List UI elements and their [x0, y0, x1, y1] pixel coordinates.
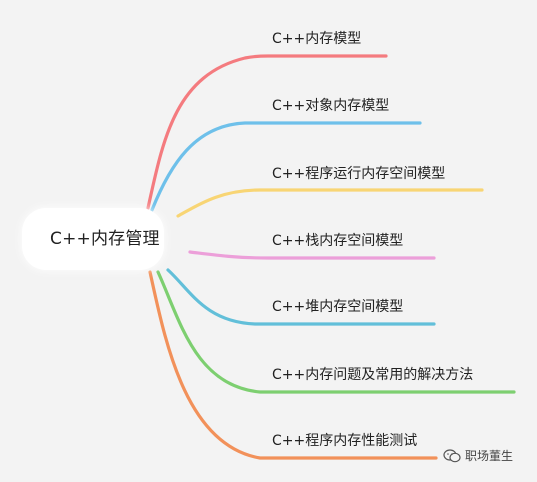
wechat-icon	[443, 448, 461, 462]
branch-line-stack-memory-model	[188, 250, 436, 260]
branch-label-heap-memory-model[interactable]: C++堆内存空间模型	[272, 299, 404, 315]
root-node[interactable]	[22, 208, 164, 270]
watermark: 职场董生	[443, 447, 513, 464]
root-label: C++内存管理	[50, 229, 160, 249]
watermark-text: 职场董生	[465, 449, 514, 463]
branch-line-heap-memory-model	[166, 268, 436, 326]
branch-label-memory-performance-test[interactable]: C++程序内存性能测试	[272, 433, 418, 449]
branch-line-memory-issues-solutions	[156, 270, 516, 394]
branch-line-memory-model	[146, 54, 388, 210]
branch-label-memory-issues-solutions[interactable]: C++内存问题及常用的解决方法	[272, 367, 474, 383]
branch-line-runtime-memory-space-model	[176, 188, 484, 218]
branch-line-memory-performance-test	[148, 270, 438, 460]
branch-label-memory-model[interactable]: C++内存模型	[272, 31, 362, 47]
branch-label-stack-memory-model[interactable]: C++栈内存空间模型	[272, 233, 404, 249]
branch-line-object-memory-model	[150, 121, 422, 212]
branch-label-object-memory-model[interactable]: C++对象内存模型	[272, 98, 390, 114]
branch-label-runtime-memory-space-model[interactable]: C++程序运行内存空间模型	[272, 166, 446, 182]
